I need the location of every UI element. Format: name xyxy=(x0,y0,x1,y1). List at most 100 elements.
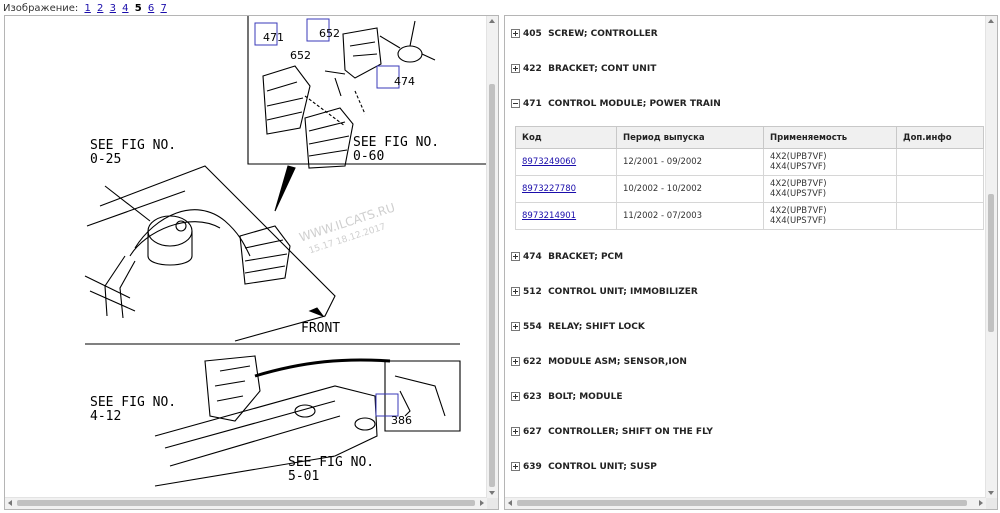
col-applicability: Применяемость xyxy=(763,126,897,149)
callout-box-386 xyxy=(375,393,399,417)
part-code-link[interactable]: 8973249060 xyxy=(515,148,617,176)
period-cell: 12/2001 - 09/2002 xyxy=(616,148,764,176)
scroll-right-icon[interactable] xyxy=(480,500,484,506)
expand-icon[interactable] xyxy=(511,462,520,471)
part-row-622[interactable]: 622 MODULE ASM; SENSOR,ION xyxy=(511,357,687,367)
parts-horizontal-scroll-thumb[interactable] xyxy=(517,500,967,506)
scroll-up-icon[interactable] xyxy=(988,19,994,23)
part-name: BRACKET; CONT UNIT xyxy=(548,64,657,74)
diagram-pane: 471 652 652 474 386 SEE FIG NO. 0-25 SEE… xyxy=(4,15,499,510)
see-fig-number-1: 0-25 xyxy=(90,152,121,167)
part-row-405[interactable]: 405 SCREW; CONTROLLER xyxy=(511,29,658,39)
applicability-cell: 4X2(UPB7VF) 4X4(UPS7VF) xyxy=(763,148,897,176)
extra-info-cell xyxy=(896,175,984,203)
part-row-623[interactable]: 623 BOLT; MODULE xyxy=(511,392,622,402)
parts-horizontal-scrollbar[interactable] xyxy=(505,497,986,509)
applicability-cell: 4X2(UPB7VF) 4X4(UPS7VF) xyxy=(763,175,897,203)
expand-icon[interactable] xyxy=(511,64,520,73)
front-label: FRONT xyxy=(301,321,340,336)
callout-652[interactable]: 652 xyxy=(290,49,311,62)
part-name: CONTROL UNIT; IMMOBILIZER xyxy=(548,287,698,297)
part-number: 474 xyxy=(523,252,542,262)
part-row-474[interactable]: 474 BRACKET; PCM xyxy=(511,252,623,262)
parts-list: 405 SCREW; CONTROLLER 422 BRACKET; CONT … xyxy=(505,16,986,497)
pager-link-4[interactable]: 4 xyxy=(122,3,129,14)
diagram-horizontal-scroll-thumb[interactable] xyxy=(17,500,475,506)
diagram-vertical-scrollbar[interactable] xyxy=(486,16,498,498)
expand-icon[interactable] xyxy=(511,252,520,261)
scroll-corner xyxy=(487,498,498,509)
scroll-down-icon[interactable] xyxy=(988,491,994,495)
diagram-vertical-scroll-thumb[interactable] xyxy=(489,84,495,487)
see-fig-label-1: SEE FIG NO. xyxy=(90,138,176,153)
scroll-left-icon[interactable] xyxy=(8,500,12,506)
part-row-554[interactable]: 554 RELAY; SHIFT LOCK xyxy=(511,322,645,332)
see-fig-number-4: 5-01 xyxy=(288,469,319,484)
extra-info-cell xyxy=(896,148,984,176)
part-name: BRACKET; PCM xyxy=(548,252,624,262)
scroll-corner xyxy=(986,498,997,509)
scroll-up-icon[interactable] xyxy=(489,19,495,23)
scroll-down-icon[interactable] xyxy=(489,491,495,495)
collapse-icon[interactable] xyxy=(511,99,520,108)
scroll-right-icon[interactable] xyxy=(979,500,983,506)
part-name: RELAY; SHIFT LOCK xyxy=(548,322,645,332)
pager-link-3[interactable]: 3 xyxy=(109,3,116,14)
callout-474[interactable]: 474 xyxy=(394,75,415,88)
see-fig-number-2: 0-60 xyxy=(353,149,384,164)
expand-icon[interactable] xyxy=(511,357,520,366)
part-row-512[interactable]: 512 CONTROL UNIT; IMMOBILIZER xyxy=(511,287,698,297)
applicability-line: 4X4(UPS7VF) xyxy=(770,216,827,226)
parts-vertical-scrollbar[interactable] xyxy=(985,16,997,498)
part-row-422[interactable]: 422 BRACKET; CONT UNIT xyxy=(511,64,656,74)
callout-652-top[interactable]: 652 xyxy=(319,27,340,40)
see-fig-number-3: 4-12 xyxy=(90,409,121,424)
see-fig-label-2: SEE FIG NO. xyxy=(353,135,439,150)
applicability-line: 4X2(UPB7VF) xyxy=(770,179,827,189)
part-number: 623 xyxy=(523,392,542,402)
applicability-line: 4X2(UPB7VF) xyxy=(770,206,827,216)
callout-box-652 xyxy=(306,18,330,42)
table-row: 8973249060 12/2001 - 09/2002 4X2(UPB7VF)… xyxy=(515,148,984,176)
callout-box-471 xyxy=(254,22,278,46)
scroll-left-icon[interactable] xyxy=(508,500,512,506)
expand-icon[interactable] xyxy=(511,322,520,331)
part-name: CONTROL MODULE; POWER TRAIN xyxy=(548,99,721,109)
diagram-horizontal-scrollbar[interactable] xyxy=(5,497,487,509)
part-name: MODULE ASM; SENSOR,ION xyxy=(548,357,687,367)
part-name: BOLT; MODULE xyxy=(548,392,623,402)
part-code-link[interactable]: 8973214901 xyxy=(515,202,617,230)
part-row-471[interactable]: 471 CONTROL MODULE; POWER TRAIN xyxy=(511,99,721,109)
expand-icon[interactable] xyxy=(511,287,520,296)
part-name: CONTROLLER; SHIFT ON THE FLY xyxy=(548,427,713,437)
parts-diagram: 471 652 652 474 386 SEE FIG NO. 0-25 SEE… xyxy=(84,16,486,487)
parts-vertical-scroll-thumb[interactable] xyxy=(988,194,994,332)
pager-link-6[interactable]: 6 xyxy=(147,3,155,14)
callout-471[interactable]: 471 xyxy=(263,31,284,44)
part-row-627[interactable]: 627 CONTROLLER; SHIFT ON THE FLY xyxy=(511,427,713,437)
pager-link-2[interactable]: 2 xyxy=(97,3,104,14)
part-code-link[interactable]: 8973227780 xyxy=(515,175,617,203)
col-code: Код xyxy=(515,126,617,149)
part-number: 554 xyxy=(523,322,542,332)
pager-link-7[interactable]: 7 xyxy=(160,3,167,14)
part-number: 639 xyxy=(523,462,542,472)
part-row-639[interactable]: 639 CONTROL UNIT; SUSP xyxy=(511,462,657,472)
applicability-cell: 4X2(UPB7VF) 4X4(UPS7VF) xyxy=(763,202,897,230)
expand-icon[interactable] xyxy=(511,392,520,401)
applicability-line: 4X2(UPB7VF) xyxy=(770,152,827,162)
col-extra-info: Доп.инфо xyxy=(896,126,984,149)
table-row: 8973214901 11/2002 - 07/2003 4X2(UPB7VF)… xyxy=(515,202,984,230)
expand-icon[interactable] xyxy=(511,29,520,38)
part-number: 405 xyxy=(523,29,542,39)
expand-icon[interactable] xyxy=(511,427,520,436)
period-cell: 11/2002 - 07/2003 xyxy=(616,202,764,230)
part-number: 512 xyxy=(523,287,542,297)
callout-386[interactable]: 386 xyxy=(391,414,412,427)
image-pager: Изображение: 1 2 3 4 5 6 7 xyxy=(3,3,167,14)
pager-link-1[interactable]: 1 xyxy=(84,3,91,14)
period-cell: 10/2002 - 10/2002 xyxy=(616,175,764,203)
part-name: SCREW; CONTROLLER xyxy=(548,29,658,39)
part-number: 622 xyxy=(523,357,542,367)
parts-list-pane: 405 SCREW; CONTROLLER 422 BRACKET; CONT … xyxy=(504,15,998,510)
